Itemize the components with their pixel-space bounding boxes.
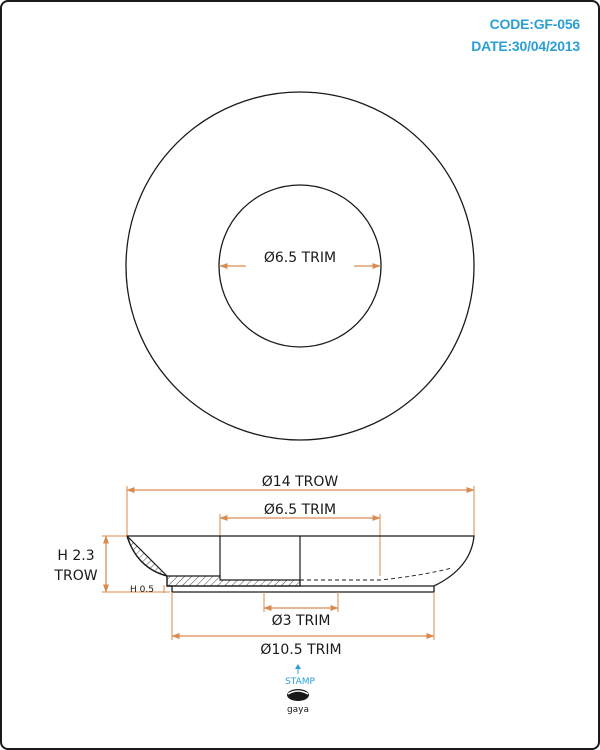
- brand-name: gaya: [287, 705, 309, 715]
- hidden-line: [300, 567, 453, 581]
- stamp-label: STAMP: [285, 677, 315, 687]
- top-inner-diameter-label: Ø6.5 TRIM: [264, 250, 336, 266]
- hatched-section: [126, 535, 301, 587]
- inner-diameter-label: Ø6.5 TRIM: [264, 502, 336, 518]
- top-inner-label-bg: [246, 247, 354, 267]
- code-label: CODE:GF-056: [489, 16, 581, 32]
- small-height-label: H 0.5: [130, 585, 154, 595]
- section-view: Ø14 TROW Ø6.5 TRIM H 2.3 TROW H 0.5: [53, 474, 475, 658]
- top-view: Ø6.5 TRIM: [125, 91, 475, 441]
- base-diameter-label: Ø10.5 TRIM: [260, 642, 341, 658]
- height-label-line1: H 2.3: [57, 548, 94, 564]
- stamp-arrow-head: [295, 664, 301, 669]
- stamp-group: STAMP gaya: [285, 664, 315, 715]
- date-label: DATE:30/04/2013: [471, 38, 580, 54]
- height-label-line2: TROW: [53, 568, 97, 584]
- outer-circle: [125, 91, 475, 441]
- brand-logo: gaya: [287, 689, 309, 715]
- inner-circle: [218, 184, 382, 348]
- outer-diameter-label: Ø14 TROW: [262, 474, 339, 490]
- hole-label: Ø3 TRIM: [272, 613, 331, 629]
